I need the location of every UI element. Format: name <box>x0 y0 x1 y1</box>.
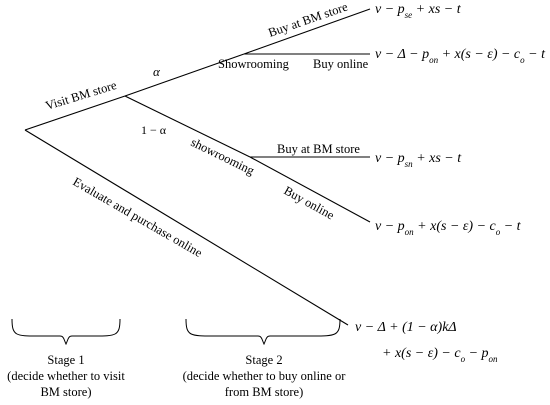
stage2-brace <box>185 318 341 346</box>
label-alpha: α <box>153 64 161 79</box>
edge-buy-at-bm-top <box>243 8 371 55</box>
label-buy-at-bm-store-top: Buy at BM store <box>266 0 349 40</box>
payoff-5-line2: + x(s − ε) − co − pon <box>382 346 498 364</box>
payoff-4: v − pon + x(s − ε) − co − t <box>375 219 522 237</box>
label-showrooming-mid: showrooming <box>189 135 258 178</box>
label-showrooming-top: Showrooming <box>218 57 290 71</box>
label-buy-online-top: Buy online <box>313 57 369 71</box>
tree-edges <box>24 8 371 326</box>
label-one-minus-alpha: 1 − α <box>141 123 167 137</box>
payoff-5-line1: v − Δ + (1 − α)kΔ <box>355 320 457 335</box>
edge-alpha <box>124 53 245 97</box>
label-buy-at-bm-store-mid: Buy at BM store <box>277 142 360 156</box>
stage1-title: Stage 1 <box>47 353 84 367</box>
edge-evaluate-online <box>24 129 349 326</box>
stage2-desc-line2: from BM store) <box>225 385 303 399</box>
edge-buy-online-mid <box>249 156 371 223</box>
payoff-3: v − psn + xs − t <box>375 151 462 169</box>
payoff-2: v − Δ − pon + x(s − ε) − co − t <box>375 47 546 65</box>
edge-visit-bm-store <box>24 95 126 131</box>
stage1-brace <box>11 318 121 346</box>
stage1-desc-line1: (decide whether to visit <box>7 369 125 383</box>
stage2-desc-line1: (decide whether to buy online or <box>183 369 347 383</box>
label-visit-bm-store: Visit BM store <box>44 78 119 113</box>
payoff-1: v − pse + xs − t <box>375 2 462 20</box>
label-evaluate-purchase-online: Evaluate and purchase online <box>71 174 206 260</box>
edge-one-minus-alpha <box>124 95 251 158</box>
stage1-desc-line2: BM store) <box>40 385 91 399</box>
payoffs: v − pse + xs − t v − Δ − pon + x(s − ε) … <box>355 2 546 364</box>
stage2-title: Stage 2 <box>245 353 282 367</box>
